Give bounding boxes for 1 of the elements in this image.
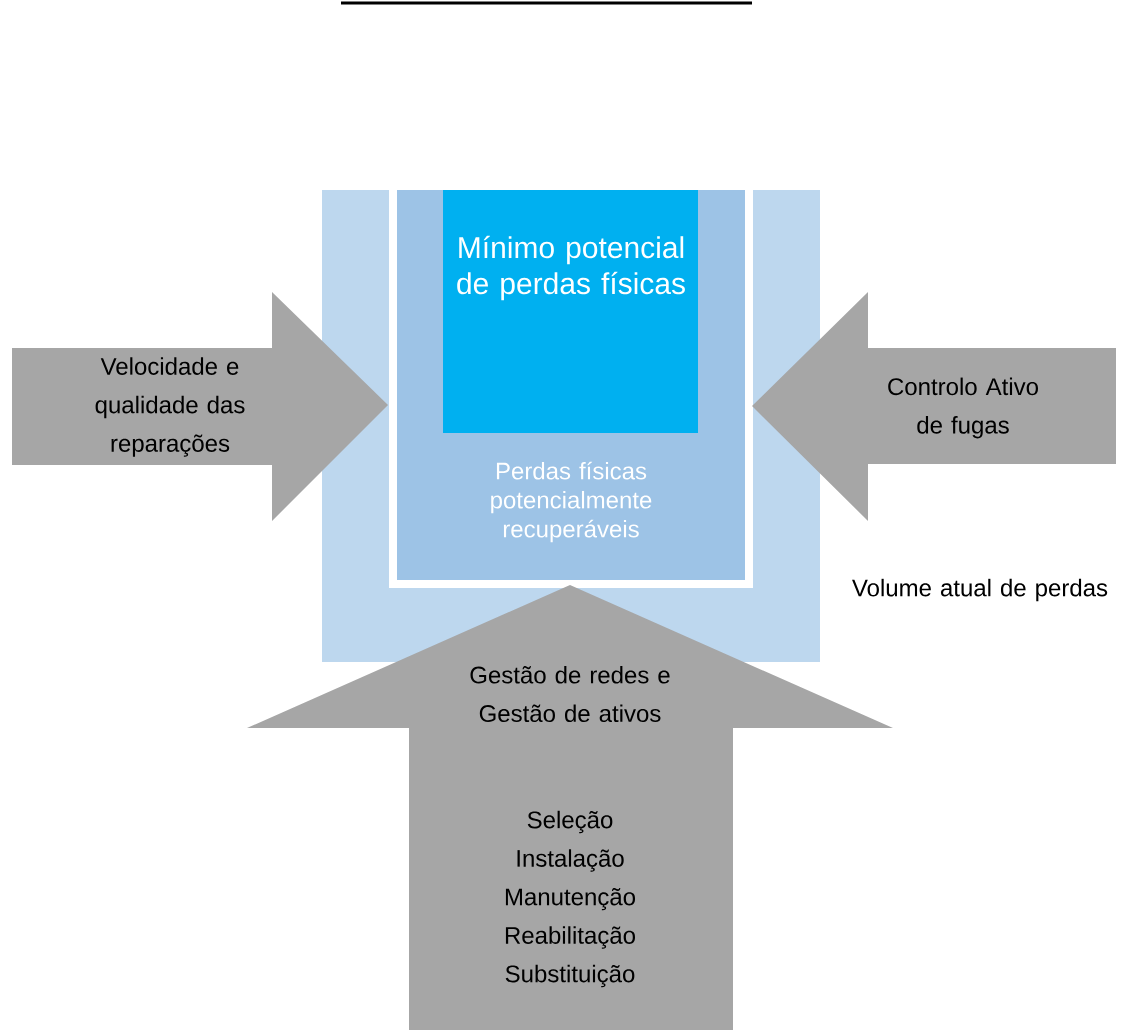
core-box: Mínimo potencial de perdas físicas	[443, 190, 698, 433]
